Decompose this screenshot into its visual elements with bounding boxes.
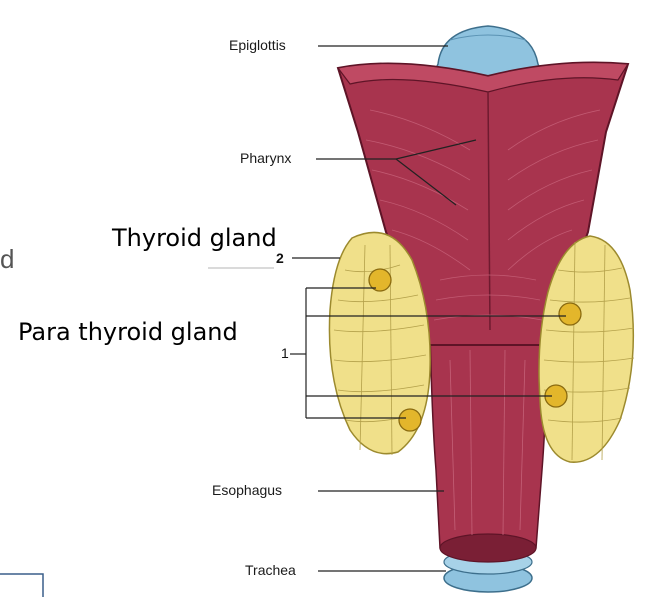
- label-trachea: Trachea: [245, 562, 296, 578]
- marker-2: 2: [276, 250, 284, 266]
- parathyroid-upper-right: [559, 303, 581, 325]
- cutoff-text-fragment: d: [0, 244, 14, 275]
- partial-box: [0, 574, 43, 597]
- parathyroid-lower-left: [399, 409, 421, 431]
- marker-1: 1: [281, 345, 289, 361]
- label-epiglottis: Epiglottis: [229, 37, 286, 53]
- label-pharynx: Pharynx: [240, 150, 291, 166]
- label-esophagus: Esophagus: [212, 482, 282, 498]
- label-parathyroid-gland: Para thyroid gland: [18, 318, 238, 346]
- esophagus-shape: [430, 330, 548, 557]
- label-thyroid-gland: Thyroid gland: [112, 224, 277, 252]
